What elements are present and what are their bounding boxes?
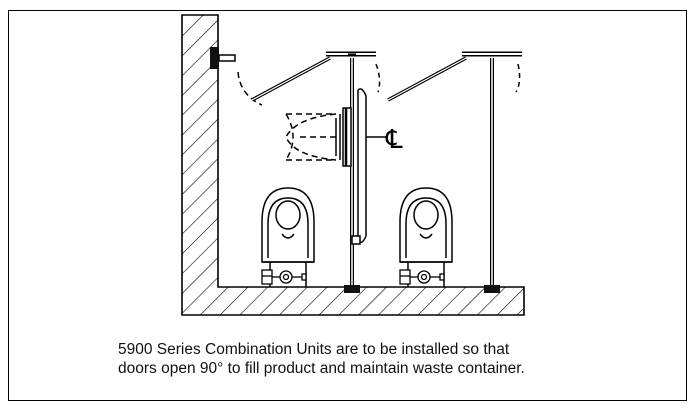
partition-post-right [484, 58, 500, 293]
wall-and-floor [181, 14, 525, 316]
flush-valve-left [261, 269, 307, 285]
figure-caption: 5900 Series Combination Units are to be … [118, 340, 678, 378]
left-door [237, 51, 381, 106]
figure-frame [8, 10, 687, 401]
grab-bar [351, 88, 367, 245]
toilet-left [261, 187, 315, 287]
caption-line-1: 5900 Series Combination Units are to be … [118, 341, 510, 358]
right-door [387, 51, 522, 102]
centerline-symbol: ℄ [385, 124, 403, 154]
partition-post-left [344, 53, 360, 293]
combination-unit [285, 107, 352, 167]
toilet-right [399, 187, 453, 287]
centerline-callout: ℄ [366, 124, 403, 154]
caption-line-2: doors open 90° to fill product and maint… [118, 360, 525, 377]
flush-valve-right [399, 269, 445, 285]
wall-bracket [210, 47, 236, 69]
